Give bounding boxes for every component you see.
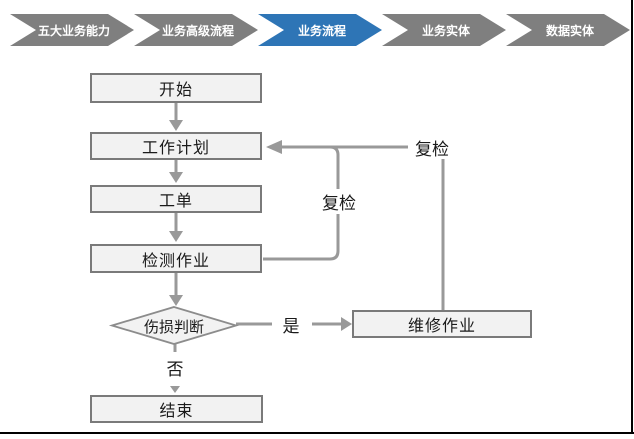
breadcrumb-item-label: 业务实体 bbox=[421, 23, 470, 38]
arrowhead-decision-top bbox=[169, 295, 183, 306]
node-start: 开始 bbox=[90, 73, 262, 103]
node-label: 工单 bbox=[158, 193, 193, 210]
node-label: 检测作业 bbox=[141, 252, 210, 270]
node-label: 维修作业 bbox=[407, 318, 476, 335]
node-work-plan: 工作计划 bbox=[90, 132, 262, 160]
breadcrumb-item-business-entity[interactable]: 业务实体 bbox=[382, 14, 506, 46]
edge-label-text: 复检 bbox=[415, 139, 449, 159]
node-inspection-job: 检测作业 bbox=[90, 244, 262, 273]
breadcrumb-item-business-process[interactable]: 业务流程 bbox=[258, 14, 382, 46]
edge-label-text: 否 bbox=[166, 360, 184, 379]
breadcrumb-item-label: 业务流程 bbox=[297, 23, 346, 38]
breadcrumb-item-business-advanced-process[interactable]: 业务高级流程 bbox=[134, 14, 258, 46]
edge-label-no: 否 bbox=[161, 356, 189, 379]
node-end: 结束 bbox=[90, 395, 263, 423]
breadcrumb-item-label: 五大业务能力 bbox=[37, 23, 110, 38]
node-work-order: 工单 bbox=[90, 185, 262, 213]
node-label: 伤损判断 bbox=[143, 318, 204, 336]
node-damage-decision-label: 伤损判断 bbox=[112, 308, 236, 344]
arrowhead-order-top bbox=[169, 172, 183, 183]
edge-label-text: 是 bbox=[282, 317, 300, 336]
edge-label-yes: 是 bbox=[275, 313, 307, 336]
breadcrumb-item-label: 数据实体 bbox=[545, 23, 594, 38]
arrowhead-repair-left bbox=[341, 317, 352, 331]
arrowhead-end-top bbox=[170, 386, 180, 393]
node-label: 工作计划 bbox=[141, 140, 210, 157]
arrowhead-inspect-top bbox=[169, 231, 183, 242]
node-repair-job: 维修作业 bbox=[352, 310, 532, 338]
edge-recheck-repair-to-plan bbox=[282, 145, 445, 310]
frame-line-bottom bbox=[0, 432, 634, 434]
breadcrumb-item-label: 业务高级流程 bbox=[161, 23, 234, 38]
node-label: 结束 bbox=[159, 403, 194, 420]
edge-label-text: 复检 bbox=[322, 194, 356, 213]
arrowhead-plan-top bbox=[169, 120, 183, 131]
frame-line-right bbox=[631, 0, 633, 434]
node-label: 开始 bbox=[158, 82, 193, 99]
breadcrumb-item-five-business-capabilities[interactable]: 五大业务能力 bbox=[10, 14, 134, 46]
breadcrumb-item-data-entity[interactable]: 数据实体 bbox=[506, 14, 630, 46]
edge-label-recheck-outer: 复检 bbox=[408, 135, 456, 159]
edge-label-recheck-inner: 复检 bbox=[316, 189, 362, 214]
arrowhead-plan-right bbox=[266, 140, 282, 154]
